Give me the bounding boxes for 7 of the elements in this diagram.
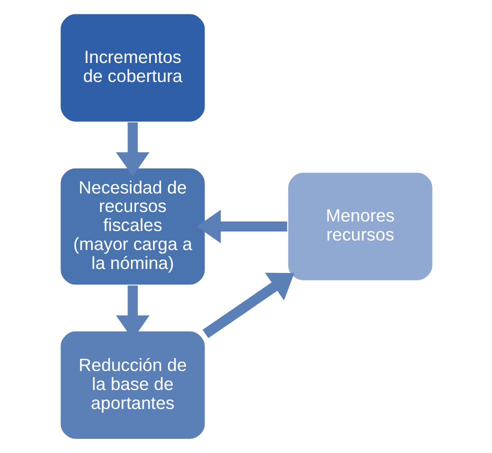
node-box: Menores recursos bbox=[286, 172, 434, 282]
arrow bbox=[202, 272, 294, 338]
arrow bbox=[196, 210, 287, 244]
node-box: Necesidad de recursos fiscales (mayor carga a la nómina) bbox=[58, 167, 206, 286]
node-box: Incrementos de cobertura bbox=[58, 12, 206, 123]
node-box: Reducción de la base de aportantes bbox=[58, 330, 206, 440]
arrow bbox=[115, 122, 150, 176]
